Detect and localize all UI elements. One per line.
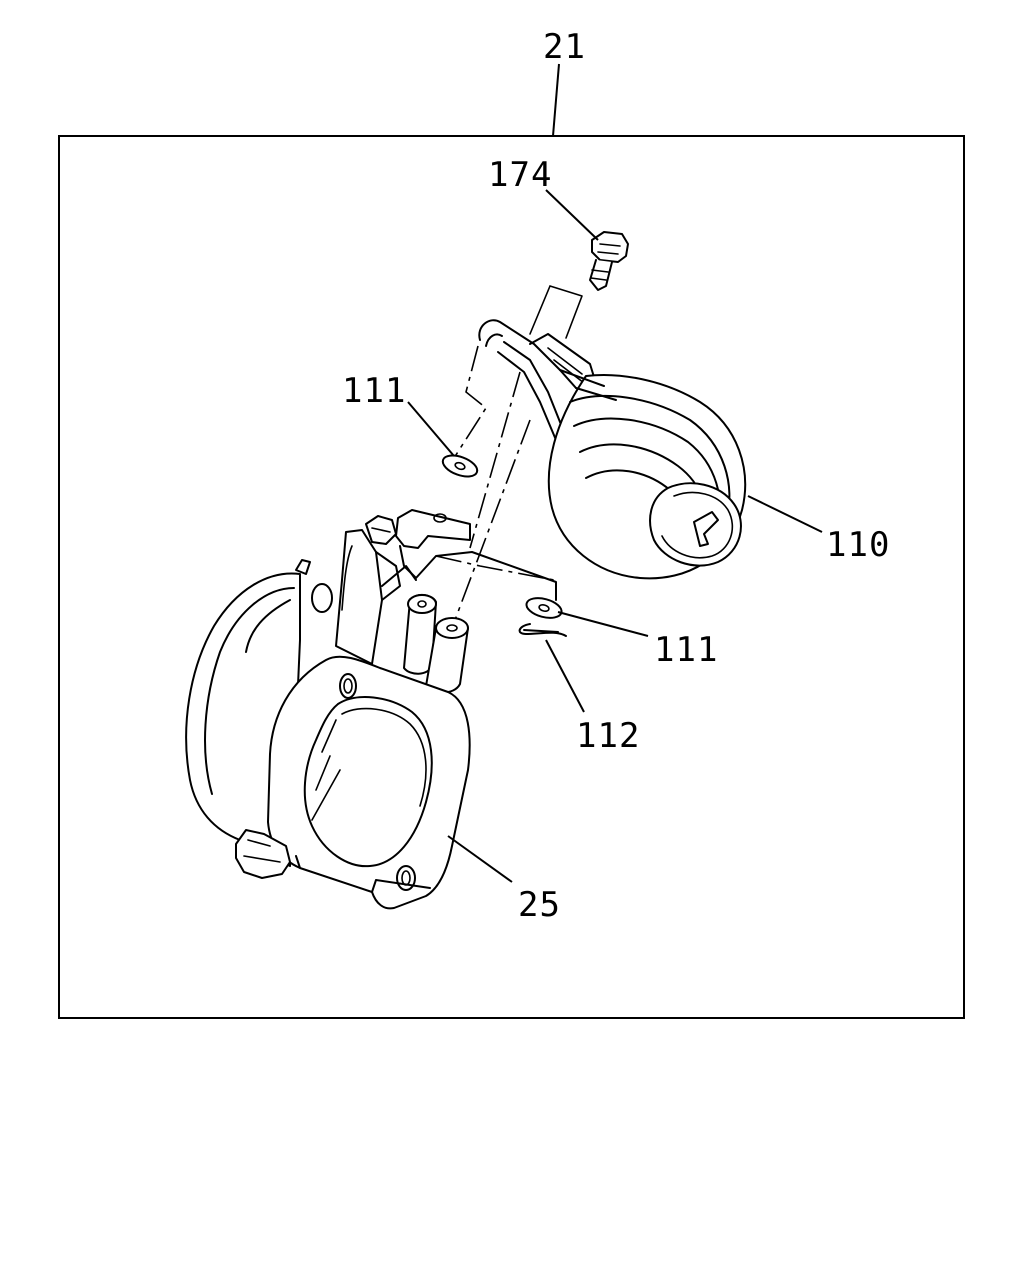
- leader-111-lower: [557, 611, 649, 637]
- leader-174: [545, 189, 599, 241]
- callout-110: 110: [826, 525, 890, 565]
- callout-21: 21: [543, 27, 586, 67]
- washer-111-upper: [441, 454, 479, 478]
- throttle-body-25: [185, 515, 471, 910]
- callout-25: 25: [518, 885, 561, 925]
- leader-21: [552, 63, 560, 137]
- actuator-bracket: [451, 285, 599, 629]
- leader-25: [447, 835, 513, 883]
- callout-174: 174: [488, 155, 552, 195]
- leader-110: [747, 495, 823, 533]
- clip-112: [518, 623, 567, 637]
- throttle-lever: [395, 509, 557, 601]
- callout-111-lower: 111: [654, 630, 718, 670]
- bolt-174: [589, 231, 629, 291]
- leader-112: [545, 639, 585, 713]
- callout-112: 112: [576, 716, 640, 756]
- leader-111-upper: [407, 401, 455, 457]
- vacuum-actuator-110: [547, 369, 746, 580]
- washer-111-lower: [525, 597, 563, 619]
- callout-111-upper: 111: [342, 371, 406, 411]
- diagram-frame: [58, 135, 965, 1019]
